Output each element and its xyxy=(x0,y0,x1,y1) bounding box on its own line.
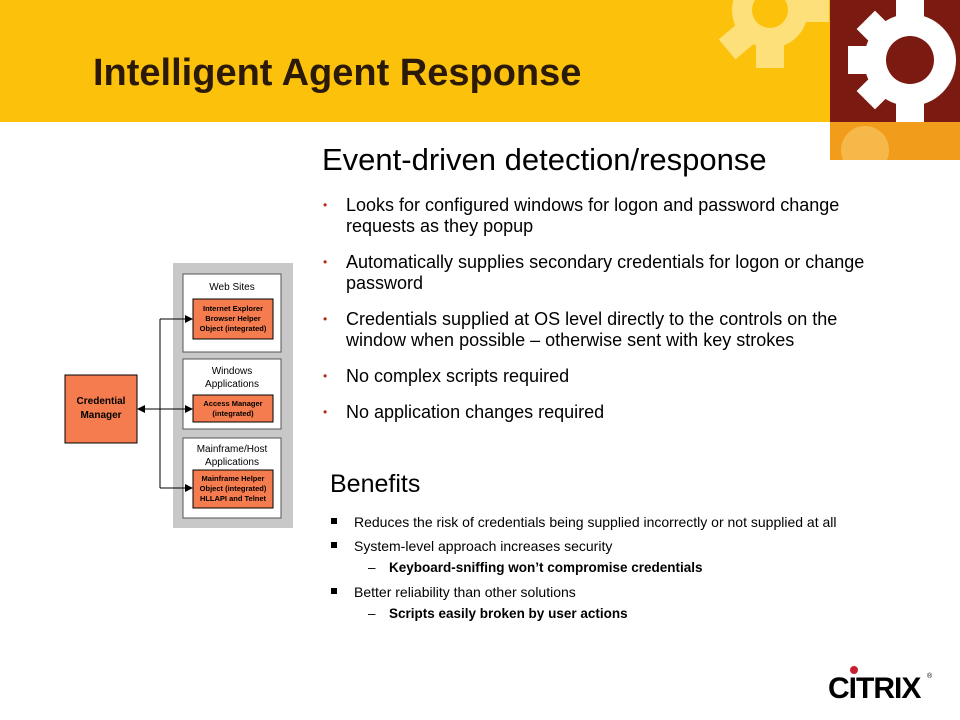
windows-apps-label-line2: Applications xyxy=(205,379,259,390)
list-item: •Credentials supplied at OS level direct… xyxy=(323,309,838,350)
ie-helper-line3: Object (integrated) xyxy=(200,324,267,333)
list-item: •Automatically supplies secondary creden… xyxy=(323,252,865,293)
bullet-dot-icon: • xyxy=(323,312,328,326)
bullet-dot-icon: • xyxy=(323,198,328,212)
square-bullet-icon xyxy=(331,518,337,524)
bullet-dot-icon: • xyxy=(323,255,328,269)
ie-helper-box xyxy=(192,298,274,340)
access-manager-box xyxy=(192,394,274,423)
list-item: •No application changes required xyxy=(323,402,605,422)
list-item: •Looks for configured windows for logon … xyxy=(323,195,840,236)
apps-panel xyxy=(173,263,293,528)
access-manager-line1: Access Manager xyxy=(203,399,262,408)
bullet-dot-icon: • xyxy=(323,405,328,419)
dash-bullet-icon: – xyxy=(368,560,376,575)
access-manager-line2: (integrated) xyxy=(212,409,254,418)
mainframe-helper-line2: Object (integrated) xyxy=(200,484,267,493)
web-sites-label: Web Sites xyxy=(209,282,254,293)
mainframe-apps-label-line2: Applications xyxy=(205,457,259,468)
windows-apps-box xyxy=(182,358,282,430)
mainframe-apps-box xyxy=(182,437,282,519)
mainframe-helper-line3: HLLAPI and Telnet xyxy=(200,494,267,503)
citrix-logo-icon: CITRIX ® xyxy=(828,666,933,704)
sub-list-item: –Scripts easily broken by user actions xyxy=(368,606,628,621)
square-bullet-icon xyxy=(331,588,337,594)
windows-apps-label-line1: Windows xyxy=(212,366,253,377)
benefits-heading: Benefits xyxy=(330,470,421,498)
dash-bullet-icon: – xyxy=(368,606,376,621)
list-item: Reduces the risk of credentials being su… xyxy=(331,513,871,531)
credential-manager-line1: Credential xyxy=(77,396,126,407)
svg-text:®: ® xyxy=(927,672,933,680)
web-sites-box xyxy=(182,273,282,353)
event-bullet-list: •Looks for configured windows for logon … xyxy=(320,195,900,438)
square-bullet-icon xyxy=(331,542,337,548)
ie-helper-line1: Internet Explorer xyxy=(203,304,263,313)
slide-title: Intelligent Agent Response xyxy=(93,52,582,94)
credential-manager-box xyxy=(64,374,138,444)
mainframe-apps-label-line1: Mainframe/Host xyxy=(197,444,268,455)
event-heading: Event-driven detection/response xyxy=(322,142,767,177)
sub-list-item: –Keyboard-sniffing won’t compromise cred… xyxy=(368,560,703,575)
bullet-dot-icon: • xyxy=(323,369,328,383)
ie-helper-line2: Browser Helper xyxy=(205,314,261,323)
list-item: System-level approach increases security xyxy=(331,537,871,555)
credential-manager-line2: Manager xyxy=(80,410,121,421)
list-item: Better reliability than other solutions xyxy=(331,583,871,601)
gears-decoration-icon xyxy=(718,0,960,160)
logo-text: CITRIX xyxy=(828,672,921,704)
mainframe-helper-line1: Mainframe Helper xyxy=(202,474,265,483)
list-item: •No complex scripts required xyxy=(323,366,570,386)
mainframe-helper-box xyxy=(192,469,274,509)
benefits-list: Reduces the risk of credentials being su… xyxy=(331,513,871,629)
